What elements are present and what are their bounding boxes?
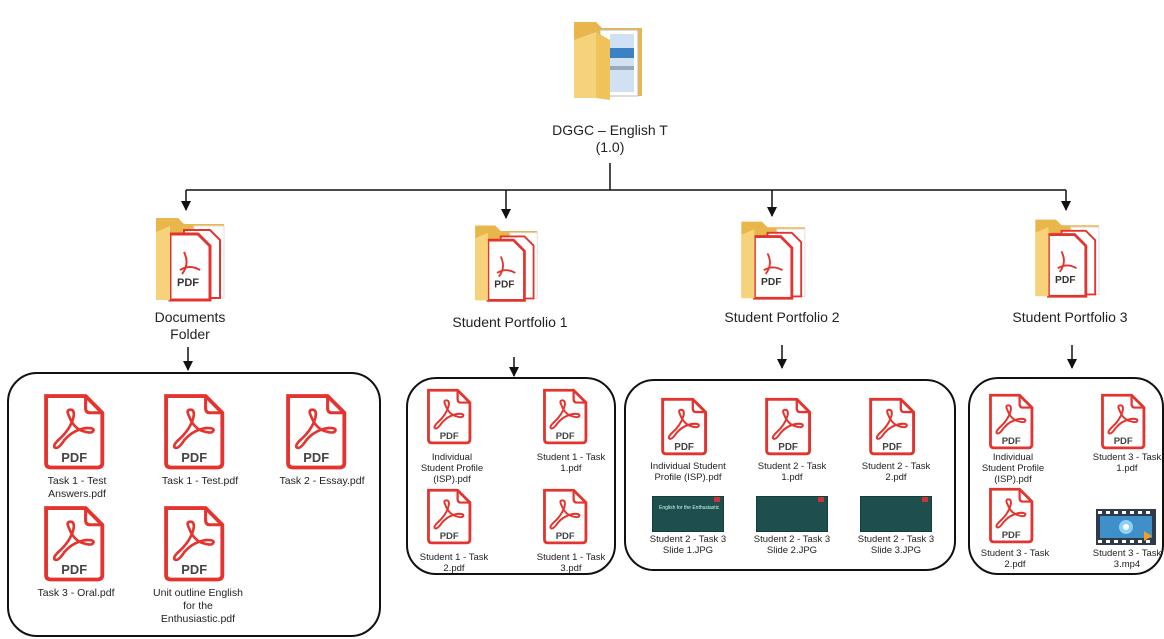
pdf-file-icon[interactable]: PDF	[986, 393, 1034, 450]
pdf-file-icon[interactable]: PDF	[40, 505, 105, 582]
file-label: Student 2 - Task 1.pdf	[757, 461, 827, 483]
slide-marker	[714, 497, 720, 502]
file-label: Student 3 - Task 3.mp4	[1092, 548, 1162, 570]
acrobat-glyph	[995, 404, 1027, 435]
acrobat-glyph	[294, 408, 337, 450]
portfolio-2-label: Student Portfolio 2	[724, 309, 840, 325]
pdf-file-icon[interactable]: PDF	[160, 393, 225, 470]
file-label: Task 1 - Test Answers.pdf	[47, 475, 107, 500]
pdf-file-icon[interactable]: PDF	[540, 388, 588, 445]
acrobat-glyph	[172, 408, 215, 450]
slide-thumbnail[interactable]	[756, 496, 828, 532]
pdf-badge-text: PDF	[61, 562, 87, 577]
documents-folder-label: Documents Folder	[154, 309, 226, 342]
documents-folder-icon[interactable]: PDF	[150, 212, 234, 304]
file-label: Individual Student Profile (ISP).pdf	[420, 452, 484, 485]
svg-text:PDF: PDF	[1055, 275, 1076, 286]
pdf-badge-text: PDF	[882, 442, 902, 453]
svg-text:PDF: PDF	[761, 277, 782, 288]
file-label: Task 1 - Test.pdf	[161, 475, 239, 487]
file-label: Student 2 - Task 3 Slide 2.JPG	[753, 534, 831, 556]
acrobat-glyph	[875, 408, 908, 440]
root-folder-label: DGGC – English T (1.0)	[552, 122, 668, 155]
file-label: Student 3 - Task 1.pdf	[1092, 452, 1162, 474]
pdf-badge-text: PDF	[556, 531, 575, 542]
slide-thumbnail[interactable]: English for the Enthusiastic	[652, 496, 724, 532]
file-label: Student 1 - Task 1.pdf	[536, 452, 606, 474]
acrobat-glyph	[667, 408, 700, 440]
acrobat-glyph	[1107, 404, 1139, 435]
file-label: Student 2 - Task 3 Slide 3.JPG	[857, 534, 935, 556]
pdf-badge-text: PDF	[556, 431, 575, 442]
file-label: Student 3 - Task 2.pdf	[980, 548, 1050, 570]
acrobat-glyph	[52, 520, 95, 562]
file-label: Student 2 - Task 3 Slide 1.JPG	[649, 534, 727, 556]
portfolio-3-folder-icon[interactable]: PDF	[1028, 214, 1110, 300]
file-label: Student 1 - Task 2.pdf	[419, 552, 489, 574]
acrobat-glyph	[549, 399, 581, 430]
acrobat-glyph	[433, 399, 465, 430]
acrobat-glyph	[771, 408, 804, 440]
pdf-file-icon[interactable]: PDF	[40, 393, 105, 470]
file-label: Task 3 - Oral.pdf	[37, 587, 115, 599]
file-label: Task 2 - Essay.pdf	[279, 475, 365, 487]
file-label: Student 1 - Task 3.pdf	[536, 552, 606, 574]
acrobat-glyph	[549, 499, 581, 530]
pdf-badge-text: PDF	[303, 450, 329, 465]
file-label: Student 2 - Task 2.pdf	[861, 461, 931, 483]
portfolio-1-folder-icon[interactable]: PDF	[468, 220, 548, 304]
acrobat-glyph	[995, 498, 1027, 529]
pdf-file-icon[interactable]: PDF	[282, 393, 347, 470]
pdf-badge-text: PDF	[61, 450, 87, 465]
pdf-file-icon[interactable]: PDF	[986, 487, 1034, 544]
file-label: Unit outline English for the Enthusiasti…	[153, 587, 243, 625]
slide-marker	[818, 497, 824, 502]
pdf-file-icon[interactable]: PDF	[866, 397, 916, 456]
video-file-icon[interactable]	[1096, 509, 1156, 545]
pdf-file-icon[interactable]: PDF	[1098, 393, 1146, 450]
acrobat-glyph	[172, 520, 215, 562]
pdf-badge-text: PDF	[674, 442, 694, 453]
pdf-file-icon[interactable]: PDF	[540, 488, 588, 545]
slide-thumbnail[interactable]	[860, 496, 932, 532]
slide-title: English for the Enthusiastic	[659, 505, 720, 511]
pdf-file-icon[interactable]: PDF	[658, 397, 708, 456]
slide-marker	[922, 497, 928, 502]
pdf-file-icon[interactable]: PDF	[424, 488, 472, 545]
pdf-badge-text: PDF	[440, 431, 459, 442]
pdf-badge-text: PDF	[440, 531, 459, 542]
portfolio-2-folder-icon[interactable]: PDF	[734, 216, 816, 302]
acrobat-glyph	[52, 408, 95, 450]
file-label: Individual Student Profile (ISP).pdf	[650, 461, 726, 483]
pdf-badge-text: PDF	[181, 450, 207, 465]
pdf-badge-text: PDF	[181, 562, 207, 577]
pdf-file-icon[interactable]: PDF	[424, 388, 472, 445]
file-label: Individual Student Profile (ISP).pdf	[981, 452, 1045, 485]
pdf-file-icon[interactable]: PDF	[160, 505, 225, 582]
root-folder-icon[interactable]	[570, 14, 650, 102]
portfolio-1-label: Student Portfolio 1	[452, 314, 568, 330]
pdf-badge-text: PDF	[778, 442, 798, 453]
svg-text:PDF: PDF	[494, 280, 514, 291]
pdf-badge-text: PDF	[1002, 436, 1021, 447]
portfolio-3-label: Student Portfolio 3	[1012, 309, 1128, 325]
svg-text:PDF: PDF	[177, 277, 199, 289]
acrobat-glyph	[433, 499, 465, 530]
pdf-badge-text: PDF	[1002, 530, 1021, 541]
pdf-file-icon[interactable]: PDF	[762, 397, 812, 456]
pdf-badge-text: PDF	[1114, 436, 1133, 447]
